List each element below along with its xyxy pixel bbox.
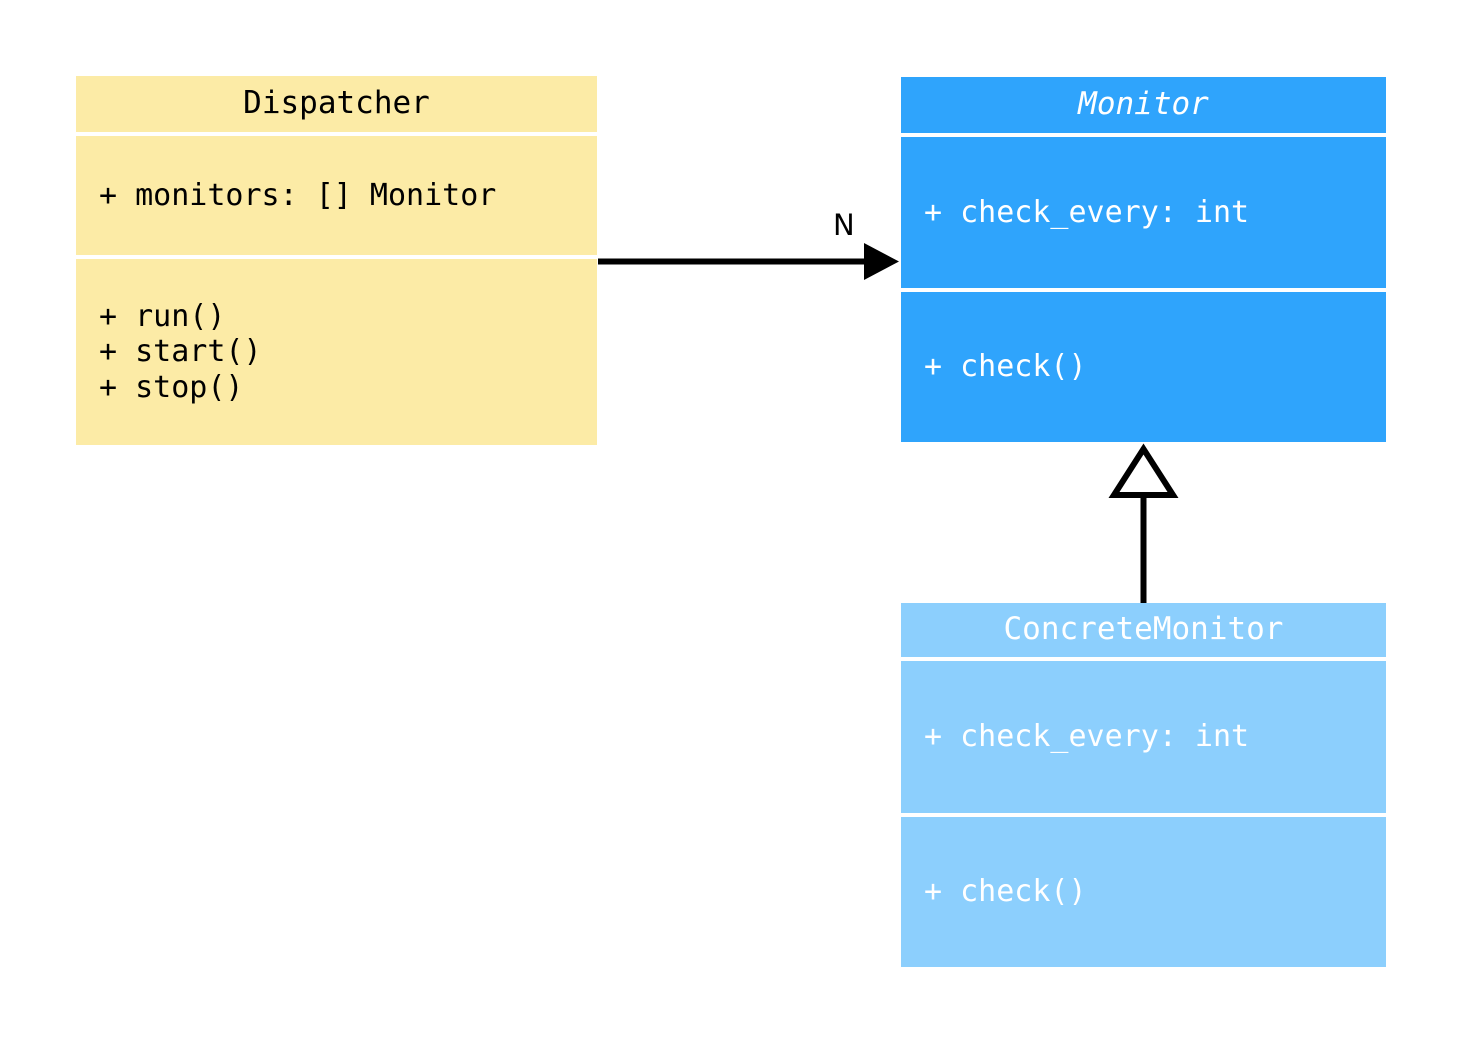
generalization-concretemonitor-to-monitor (1108, 443, 1179, 603)
class-attributes-concretemonitor: + check_every: int (901, 661, 1386, 813)
attribute-row: + check_every: int (924, 719, 1250, 755)
class-attributes-dispatcher: + monitors: [] Monitor (76, 136, 597, 255)
association-dispatcher-to-monitor (598, 243, 899, 280)
uml-class-dispatcher[interactable]: Dispatcher + monitors: [] Monitor + run(… (76, 76, 597, 445)
filled-arrowhead-icon (864, 243, 899, 280)
hollow-triangle-arrowhead-icon (1108, 443, 1179, 498)
class-methods-concretemonitor: + check() (901, 817, 1386, 967)
class-header-monitor: Monitor (901, 77, 1386, 133)
class-header-concretemonitor: ConcreteMonitor (901, 603, 1386, 657)
class-name-concretemonitor: ConcreteMonitor (1003, 611, 1284, 648)
method-row: + check() (924, 874, 1087, 910)
class-methods-monitor: + check() (901, 292, 1386, 442)
attribute-row: + check_every: int (924, 194, 1250, 230)
class-name-monitor: Monitor (1078, 86, 1209, 123)
method-row: + stop() (99, 369, 244, 405)
attribute-row: + monitors: [] Monitor (99, 177, 497, 213)
association-multiplicity-label: N (833, 208, 855, 242)
method-row: + start() (99, 334, 262, 370)
class-attributes-monitor: + check_every: int (901, 137, 1386, 288)
uml-class-concretemonitor[interactable]: ConcreteMonitor + check_every: int + che… (901, 603, 1386, 971)
class-methods-dispatcher: + run() + start() + stop() (76, 259, 597, 445)
uml-class-monitor[interactable]: Monitor + check_every: int + check() (901, 77, 1386, 442)
class-header-dispatcher: Dispatcher (76, 76, 597, 132)
method-row: + check() (924, 349, 1087, 385)
class-name-dispatcher: Dispatcher (243, 85, 430, 122)
method-row: + run() (99, 298, 226, 334)
